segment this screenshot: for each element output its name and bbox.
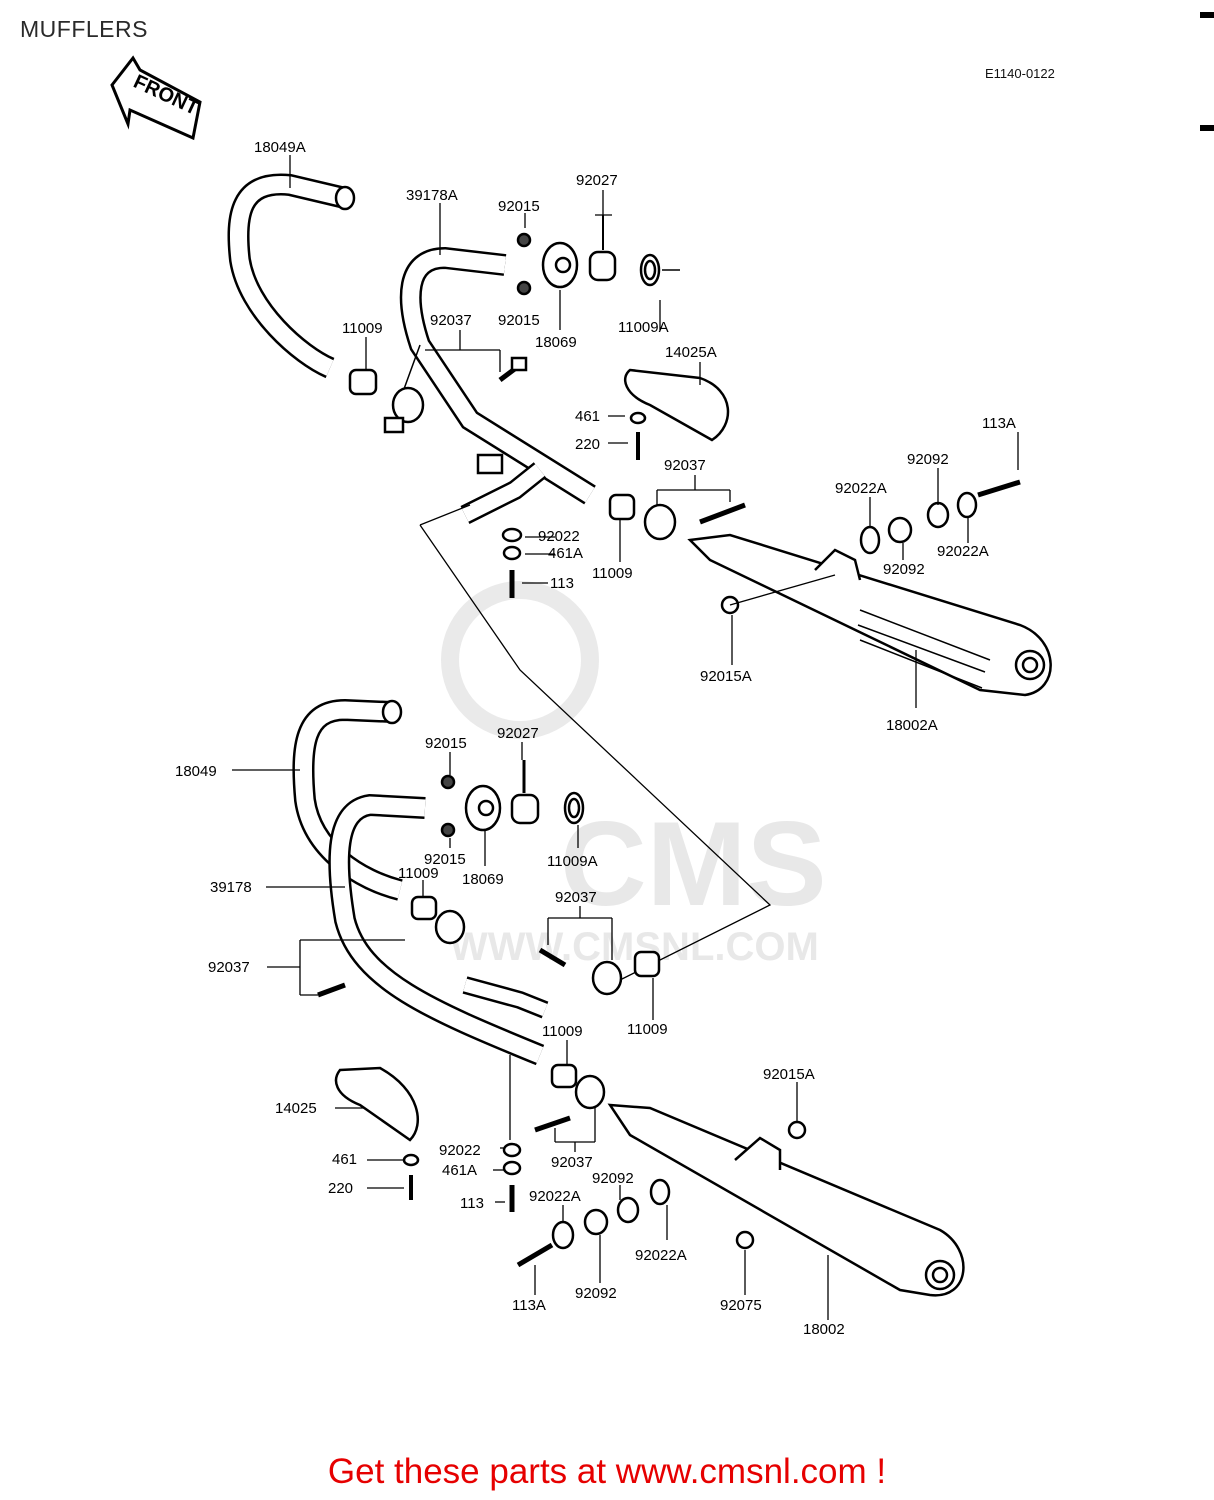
label-92037-d: 92037 — [208, 959, 250, 976]
diagram-code: E1140-0122 — [985, 66, 1055, 81]
label-92092-a: 92092 — [907, 451, 949, 468]
label-39178: 39178 — [210, 879, 252, 896]
label-113A-b: 113A — [512, 1297, 546, 1314]
label-11009A-b: 11009A — [547, 853, 598, 870]
label-92022-a: 92022 — [538, 528, 580, 545]
label-92022A-a: 92022A — [835, 480, 887, 497]
label-92022A-c: 92022A — [529, 1188, 581, 1205]
muffler-18002A — [687, 533, 1052, 697]
label-11009-c: 11009 — [398, 865, 439, 882]
label-18069-a: 18069 — [535, 334, 577, 351]
label-92022A-d: 92022A — [635, 1247, 687, 1264]
label-92015-d: 92015 — [424, 851, 466, 868]
label-11009-d: 11009 — [542, 1023, 583, 1040]
label-18049A: 18049A — [254, 139, 306, 156]
edge-mark-bottom — [1200, 125, 1214, 131]
leader-lines — [232, 155, 1019, 1320]
label-92037-a: 92037 — [430, 312, 472, 329]
part-labels: 18049A 39178A 92015 92027 92015 18069 11… — [175, 139, 1016, 1338]
label-113A-a: 113A — [982, 415, 1016, 432]
label-220-b: 220 — [328, 1180, 353, 1197]
muffler-parts-diagram: CMS WWW.CMSNL.COM FRONT — [110, 55, 1052, 1338]
label-92015-b: 92015 — [498, 312, 540, 329]
upper-muffler-assembly — [227, 173, 1052, 991]
muffler-18002 — [607, 1103, 965, 1297]
watermark-logo: CMS — [560, 797, 827, 931]
label-14025A: 14025A — [665, 344, 717, 361]
label-461A-a: 461A — [548, 545, 583, 562]
label-220-a: 220 — [575, 436, 600, 453]
label-461-a: 461 — [575, 408, 600, 425]
label-18002A: 18002A — [886, 717, 938, 734]
label-11009A-a: 11009A — [618, 319, 669, 336]
label-92015-a: 92015 — [498, 198, 540, 215]
label-113-b: 113 — [460, 1195, 484, 1212]
label-92022A-b: 92022A — [937, 543, 989, 560]
label-92027-b: 92027 — [497, 725, 539, 742]
label-92037-c: 92037 — [555, 889, 597, 906]
label-11009-a: 11009 — [342, 320, 383, 337]
cmsnl-watermark: CMS WWW.CMSNL.COM — [441, 581, 827, 969]
heat-guard-14025 — [334, 1066, 419, 1142]
label-92015-c: 92015 — [425, 735, 467, 752]
promo-link[interactable]: Get these parts at www.cmsnl.com ! — [327, 1452, 887, 1491]
label-92092-d: 92092 — [575, 1285, 617, 1302]
page-title: MUFFLERS — [20, 16, 148, 42]
front-arrow: FRONT — [110, 55, 202, 141]
lower-muffler-assembly — [292, 698, 965, 1297]
label-18049: 18049 — [175, 763, 217, 780]
label-11009-b: 11009 — [592, 565, 633, 582]
label-18069-b: 18069 — [462, 871, 504, 888]
label-92092-c: 92092 — [592, 1170, 634, 1187]
label-461A-b: 461A — [442, 1162, 477, 1179]
label-92015A-b: 92015A — [763, 1066, 815, 1083]
label-92092-b: 92092 — [883, 561, 925, 578]
edge-mark-top — [1200, 12, 1214, 18]
label-461-b: 461 — [332, 1151, 357, 1168]
label-14025: 14025 — [275, 1100, 317, 1117]
heat-guard-14025A — [624, 368, 730, 442]
label-92015A-a: 92015A — [700, 668, 752, 685]
label-92022-b: 92022 — [439, 1142, 481, 1159]
label-92037-b: 92037 — [664, 457, 706, 474]
label-92075: 92075 — [720, 1297, 762, 1314]
label-11009-e: 11009 — [627, 1021, 668, 1038]
label-113-a: 113 — [550, 575, 574, 592]
label-92037-e: 92037 — [551, 1154, 593, 1171]
label-18002: 18002 — [803, 1321, 845, 1338]
label-39178A: 39178A — [406, 187, 458, 204]
label-92027-a: 92027 — [576, 172, 618, 189]
